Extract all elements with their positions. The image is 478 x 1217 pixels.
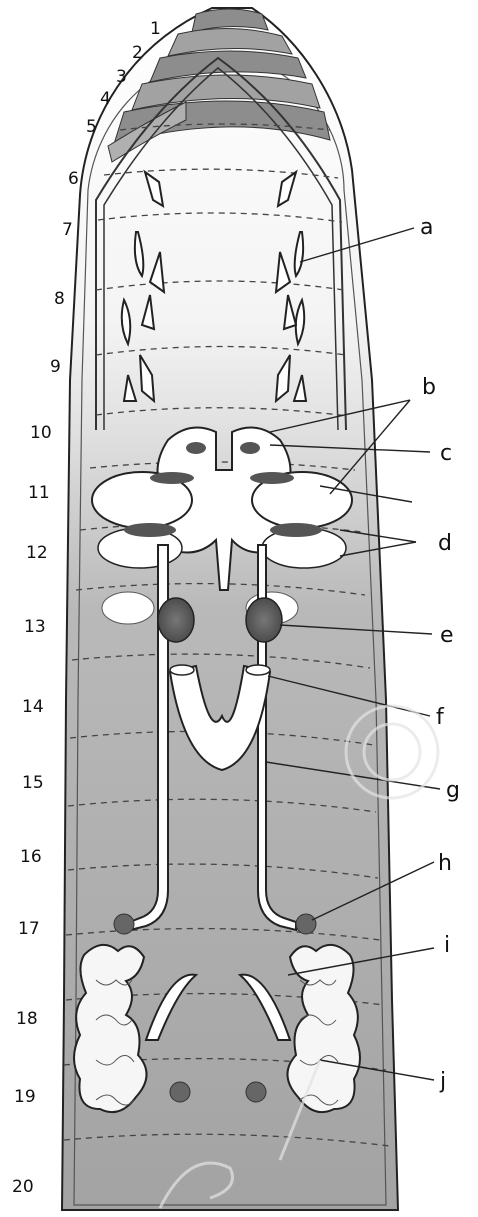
part-label-c: c	[440, 441, 452, 466]
part-letter-labels: a b c d e f g h i j	[420, 215, 460, 1094]
segment-number-2: 2	[132, 43, 143, 63]
segment-number-8: 8	[54, 289, 65, 309]
segment-number-17: 17	[18, 919, 40, 939]
segment-number-20: 20	[12, 1177, 34, 1197]
segment-number-7: 7	[62, 220, 73, 240]
segment-number-15: 15	[22, 773, 44, 793]
segment-number-18: 18	[16, 1009, 38, 1029]
segment-number-11: 11	[28, 483, 50, 503]
part-label-e: e	[440, 623, 454, 648]
part-label-f: f	[436, 705, 445, 730]
segment-number-9: 9	[50, 357, 61, 377]
segment-number-4: 4	[100, 89, 111, 109]
part-label-d: d	[438, 531, 452, 556]
segment-number-6: 6	[68, 169, 79, 189]
part-label-i: i	[444, 933, 450, 958]
segment-number-5: 5	[86, 117, 97, 137]
part-label-g: g	[446, 778, 460, 803]
segment-number-1: 1	[150, 19, 161, 39]
part-label-j: j	[439, 1069, 446, 1094]
segment-number-13: 13	[24, 617, 46, 637]
segment-number-10: 10	[30, 423, 52, 443]
segment-number-3: 3	[116, 67, 127, 87]
segment-number-16: 16	[20, 847, 42, 867]
part-label-h: h	[438, 851, 452, 876]
part-label-a: a	[420, 215, 433, 240]
segment-number-14: 14	[22, 697, 44, 717]
segment-number-19: 19	[14, 1087, 36, 1107]
segment-number-12: 12	[26, 543, 48, 563]
part-label-b: b	[422, 375, 436, 400]
